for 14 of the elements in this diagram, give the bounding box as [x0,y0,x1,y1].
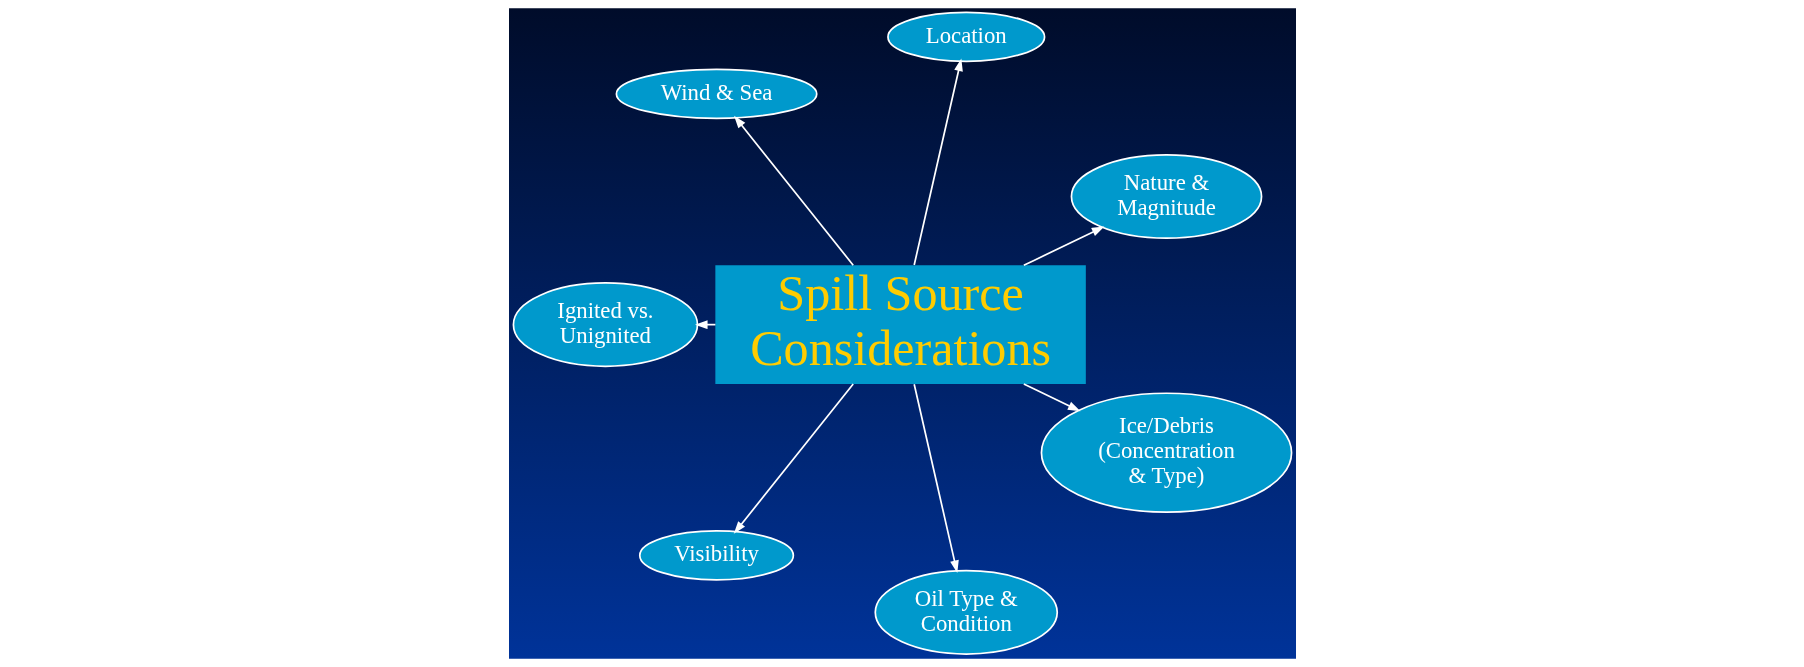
arrow [733,115,854,267]
node-box: Spill Source Considerations [714,265,1086,384]
arrow [912,383,959,574]
arrow [1022,226,1104,267]
node-ellipse: Visibility [638,530,794,581]
node-ellipse: Nature & Magnitude [1070,154,1262,240]
node-ellipse: Wind & Sea [615,68,818,120]
arrow [1022,383,1080,412]
node-ellipse: Location [886,11,1045,63]
arrow [733,383,854,534]
node-ellipse: Oil Type & Condition [873,569,1058,655]
node-ellipse: Ignited vs. Unignited [512,282,698,368]
arrow [912,58,963,266]
node-ellipse: Ice/Debris (Concentration & Type) [1040,392,1292,513]
